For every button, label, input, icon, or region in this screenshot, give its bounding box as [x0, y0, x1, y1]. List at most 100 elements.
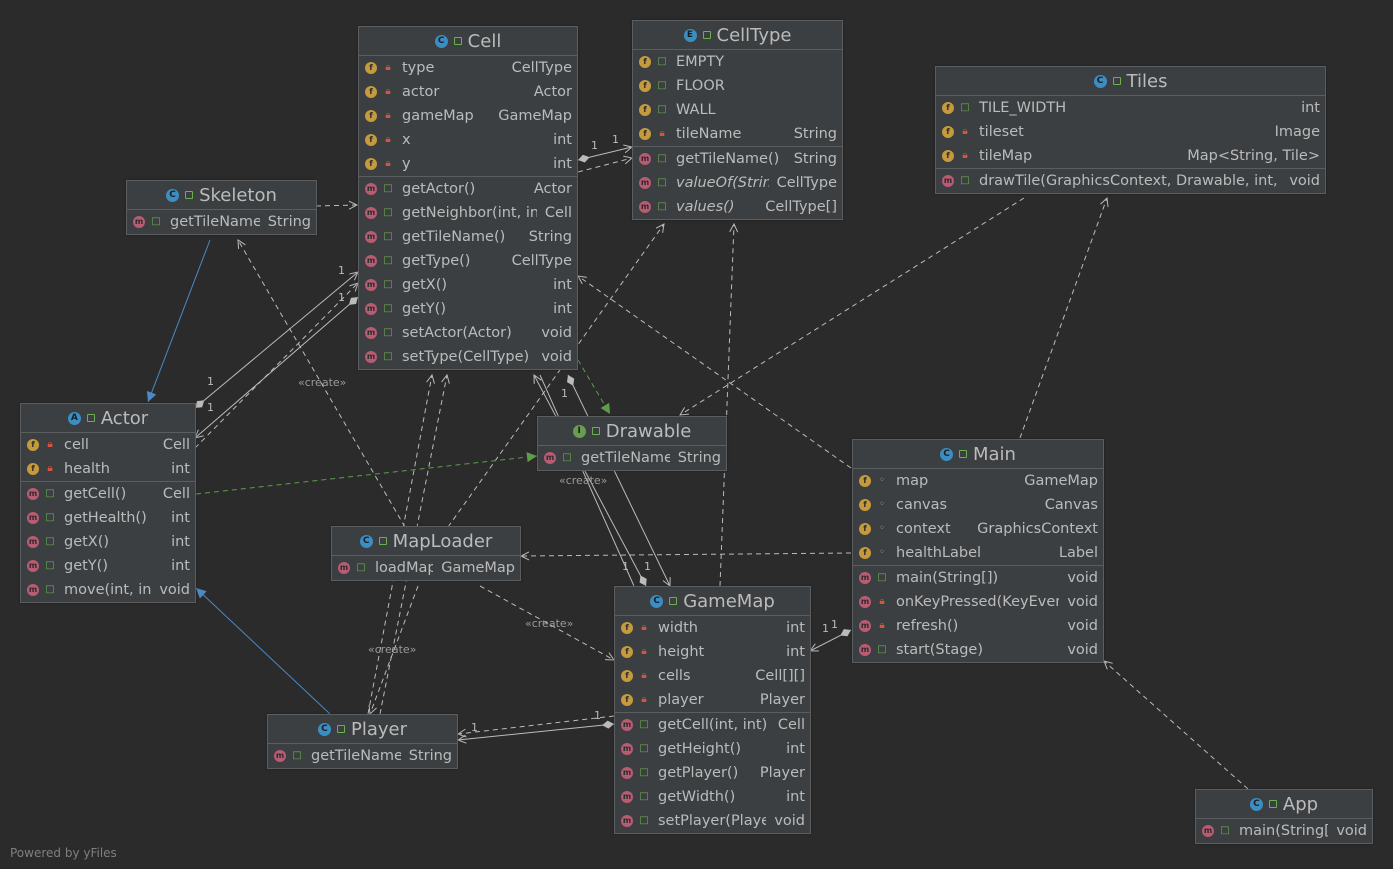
public-icon: □	[639, 719, 649, 730]
method-row[interactable]: m□getTileName()String	[633, 147, 842, 171]
method-type: CellType	[776, 175, 837, 191]
class-player[interactable]: C Player m□getTileName()String	[267, 714, 458, 769]
method-row[interactable]: m□getType()CellType	[359, 249, 577, 273]
method-row[interactable]: m□loadMap()GameMap	[332, 556, 520, 580]
method-row[interactable]: m□getWidth()int	[615, 785, 810, 809]
method-row[interactable]: m□getTileName()String	[538, 446, 726, 470]
method-row[interactable]: m□getTileName()String	[359, 225, 577, 249]
field-row[interactable]: f□WALL	[633, 98, 842, 122]
method-row[interactable]: m□start(Stage)void	[853, 638, 1103, 662]
interface-drawable[interactable]: I Drawable m□getTileName()String	[537, 416, 727, 471]
method-row[interactable]: m□getHealth()int	[21, 506, 195, 530]
class-icon: C	[434, 34, 448, 48]
method-row[interactable]: m□setPlayer(Player)void	[615, 809, 810, 833]
private-lock-icon: 🔒︎	[879, 620, 885, 631]
field-type: Actor	[533, 84, 572, 100]
method-row[interactable]: m□setType(CellType)void	[359, 345, 577, 369]
method-name: getTileName()	[581, 450, 670, 466]
class-maploader[interactable]: C MapLoader m□loadMap()GameMap	[331, 526, 521, 581]
method-row[interactable]: m□getY()int	[359, 297, 577, 321]
create-label-maploader-player: «create»	[368, 643, 417, 656]
method-row[interactable]: m□move(int, int)void	[21, 578, 195, 602]
field-row[interactable]: f□EMPTY	[633, 50, 842, 74]
method-type: void	[1336, 823, 1367, 839]
method-row[interactable]: m□getPlayer()Player	[615, 761, 810, 785]
method-row[interactable]: m□getCell()Cell	[21, 482, 195, 506]
method-row[interactable]: m□drawTile(GraphicsContext, Drawable, in…	[936, 169, 1325, 193]
private-lock-icon: 🔒︎	[641, 646, 647, 657]
field-type: Player	[759, 692, 805, 708]
public-icon: □	[383, 303, 393, 314]
field-name: gameMap	[402, 108, 474, 124]
method-row[interactable]: m□valueOf(String)CellType	[633, 171, 842, 195]
class-app[interactable]: C App m□main(String[])void	[1195, 789, 1373, 844]
field-row[interactable]: f□FLOOR	[633, 74, 842, 98]
method-row[interactable]: m🔒︎refresh()void	[853, 614, 1103, 638]
method-icon: m	[621, 719, 633, 731]
private-lock-icon: 🔒︎	[385, 158, 391, 169]
create-label-maploader-gamemap: «create»	[525, 617, 574, 630]
method-row[interactable]: m□getNeighbor(int, int)Cell	[359, 201, 577, 225]
method-row[interactable]: m□getActor()Actor	[359, 177, 577, 201]
enum-celltype[interactable]: E CellType f□EMPTY f□FLOOR f□WALL f🔒︎til…	[632, 20, 843, 220]
class-skeleton[interactable]: C Skeleton m□getTileName()String	[126, 180, 317, 235]
method-row[interactable]: m□getX()int	[359, 273, 577, 297]
field-icon: f	[942, 150, 954, 162]
private-lock-icon: 🔒︎	[962, 150, 968, 161]
method-row[interactable]: m□main(String[])void	[853, 566, 1103, 590]
method-row[interactable]: m□getTileName()String	[268, 744, 457, 768]
method-row[interactable]: m□getTileName()String	[127, 210, 316, 234]
method-name: getTileName()	[170, 214, 260, 230]
field-name: health	[64, 461, 110, 477]
powered-by-footer: Powered by yFiles	[10, 846, 117, 860]
method-row[interactable]: m□values()CellType[]	[633, 195, 842, 219]
method-icon: m	[621, 767, 633, 779]
method-name: values()	[676, 199, 735, 215]
method-type: GameMap	[441, 560, 515, 576]
method-row[interactable]: m□main(String[])void	[1196, 819, 1372, 843]
edge-skeleton-cell	[315, 205, 357, 206]
public-icon: □	[356, 562, 366, 573]
class-icon: C	[317, 722, 331, 736]
edge-maploader-player	[370, 585, 419, 714]
public-icon: □	[657, 201, 667, 212]
method-row[interactable]: m□getCell(int, int)Cell	[615, 713, 810, 737]
main-class-icon: C	[1249, 797, 1263, 811]
method-row[interactable]: m□getX()int	[21, 530, 195, 554]
method-row[interactable]: m🔒︎onKeyPressed(KeyEvent)void	[853, 590, 1103, 614]
field-name: EMPTY	[676, 54, 725, 70]
method-icon: m	[365, 255, 377, 267]
method-row[interactable]: m□setActor(Actor)void	[359, 321, 577, 345]
method-row[interactable]: m□getHeight()int	[615, 737, 810, 761]
method-row[interactable]: m□getY()int	[21, 554, 195, 578]
public-icon	[185, 191, 194, 199]
method-name: onKeyPressed(KeyEvent)	[896, 594, 1060, 610]
field-type: GameMap	[498, 108, 572, 124]
public-icon	[1268, 800, 1277, 808]
method-name: getHealth()	[64, 510, 147, 526]
